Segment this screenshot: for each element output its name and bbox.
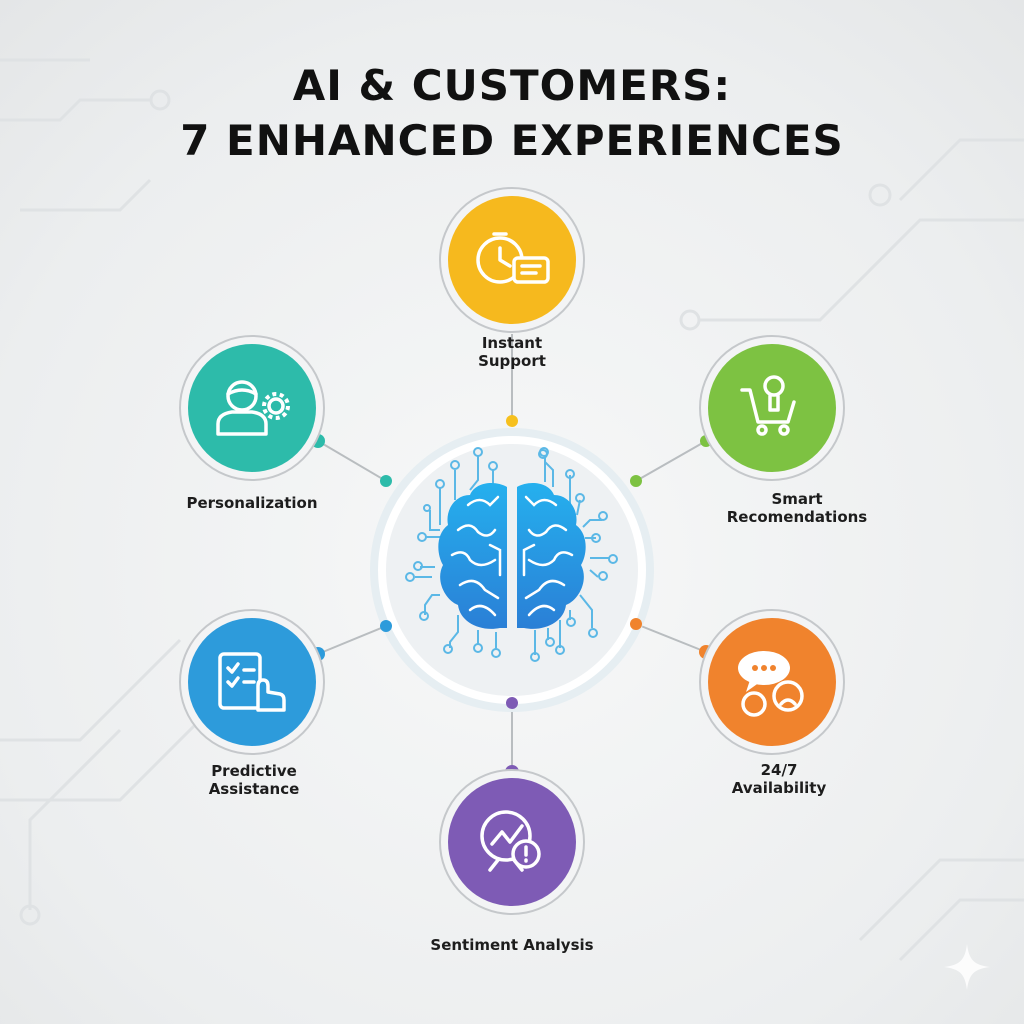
label-line: 24/7 (760, 761, 798, 779)
background-circuits (0, 58, 1024, 962)
label-line: Sentiment Analysis (430, 936, 594, 954)
stopwatch-chat-icon (476, 232, 550, 284)
node-sentiment-analysis (439, 769, 585, 915)
label-line: Personalization (186, 494, 318, 512)
node-smart-recommendations (699, 335, 845, 481)
label-line: Recomendations (726, 508, 868, 526)
label-line: Availability (731, 779, 827, 797)
label-line: Smart (771, 490, 823, 508)
label-instant-support: Instant Support (402, 334, 622, 370)
brain-circuit-icon (405, 447, 618, 662)
node-predictive-assistance (179, 609, 325, 755)
sparkle-icon (944, 944, 990, 990)
user-gear-icon (216, 380, 290, 436)
label-availability: 24/7 Availability (669, 761, 889, 797)
label-line: Support (478, 352, 546, 370)
node-fill (708, 344, 836, 472)
connectors (317, 334, 707, 772)
label-smart-recommendations: Smart Recomendations (687, 490, 907, 526)
lightbulb-cart-icon (740, 375, 796, 436)
label-line: Predictive (211, 762, 297, 780)
chart-alert-icon (480, 810, 541, 872)
node-instant-support (439, 187, 585, 333)
title-line-1: AI & CUSTOMERS: (292, 61, 732, 110)
label-personalization: Personalization (142, 494, 362, 512)
chat-sad-faces-icon (738, 651, 804, 717)
clipboard-hand-icon (218, 652, 286, 712)
center-hub (370, 428, 654, 712)
title-line-2: 7 ENHANCED EXPERIENCES (180, 116, 844, 165)
label-predictive-assistance: Predictive Assistance (144, 762, 364, 798)
label-line: Instant (481, 334, 543, 352)
node-availability (699, 609, 845, 755)
node-fill (448, 196, 576, 324)
label-sentiment-analysis: Sentiment Analysis (402, 936, 622, 954)
label-line: Assistance (208, 780, 300, 798)
node-personalization (179, 335, 325, 481)
